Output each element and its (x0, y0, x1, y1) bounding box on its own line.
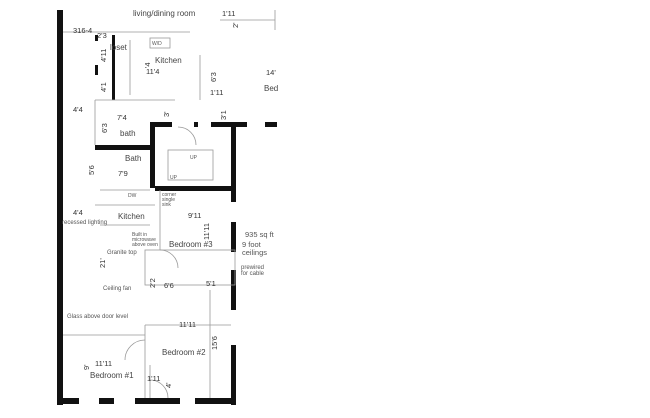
note-sqft: 935 sq ft (245, 230, 274, 239)
stairs-up-label-2: UP (170, 175, 177, 181)
room-label-bath1: bath (120, 129, 136, 138)
room-label-bedroom2: Bedroom #2 (162, 348, 206, 357)
dim-9: 9' (82, 364, 91, 370)
dim-9-11: 9'11 (188, 211, 202, 220)
dim-11-11b: 11'11 (179, 320, 197, 329)
dim-21: 21' (98, 258, 107, 268)
room-label-closet: loset (110, 43, 127, 52)
dim-7-9: 7'9 (118, 169, 128, 178)
note-recessed-lighting: recessed lighting (62, 220, 108, 226)
dim-11-4: 11'4 (146, 67, 160, 76)
room-label-bedroom3: Bedroom #3 (169, 240, 213, 249)
room-label-kitchen-top: Kitchen (155, 56, 182, 65)
note-sink: corner single sink (162, 192, 177, 208)
dim-2-3: 2'3 (97, 31, 107, 40)
note-glass: Glass above door level (67, 314, 129, 320)
dim-2: 2' (231, 22, 240, 28)
dim-1-11c: 1'11 (147, 374, 161, 383)
stairs-up-label: UP (190, 155, 197, 161)
dim-2-2: 2'2 (148, 278, 157, 288)
dim-1-11b: 1'11 (210, 88, 224, 97)
note-prewired: prewired for cable (241, 265, 265, 277)
note-microwave: Built in microwave above oven (132, 232, 158, 248)
note-granite: Granite top (107, 250, 137, 256)
dim-11-11c: 11'11 (95, 359, 113, 368)
room-label-bed-top: Bed (264, 84, 279, 93)
room-label-bath2: Bath (125, 154, 142, 163)
dim-3-1: 3'1 (219, 110, 228, 120)
room-label-living-dining: living/dining room (133, 9, 196, 18)
walls (57, 10, 277, 405)
note-ceiling-fan: Ceiling fan (103, 286, 132, 292)
dim-15-6: 15'6 (210, 336, 219, 350)
dim-4-1: 4'1 (99, 82, 108, 92)
room-label-bedroom1: Bedroom #1 (90, 371, 134, 380)
dim-5-1: 5'1 (206, 279, 216, 288)
washer-dryer-label: W/D (152, 41, 162, 47)
dim-6-3b: 6'3 (209, 72, 218, 82)
dishwasher-label: DW (128, 193, 137, 199)
dim-6-6: 6'6 (164, 281, 174, 290)
dim-4-11: 4'11 (99, 48, 108, 62)
note-ceilings: 9 foot ceilings (242, 240, 268, 257)
dim-4-4b: 4'4 (73, 208, 83, 217)
dim-6-3a: 6'3 (100, 123, 109, 133)
dim-14: 14' (266, 68, 276, 77)
dim-5-6: 5'6 (87, 165, 96, 175)
dim-11-11a: 11'11 (202, 222, 211, 240)
dim-4-4a: 4'4 (73, 105, 83, 114)
dim-1-11a: 1'11 (222, 9, 236, 18)
room-label-kitchen: Kitchen (118, 212, 145, 221)
dim-4b: 4' (164, 382, 173, 388)
interior-lines (63, 10, 276, 399)
dim-7-4: 7'4 (117, 113, 127, 122)
dim-4: '4 (143, 62, 152, 68)
dim-3: 3' (162, 111, 171, 117)
dim-316: 316-4 (73, 26, 93, 35)
